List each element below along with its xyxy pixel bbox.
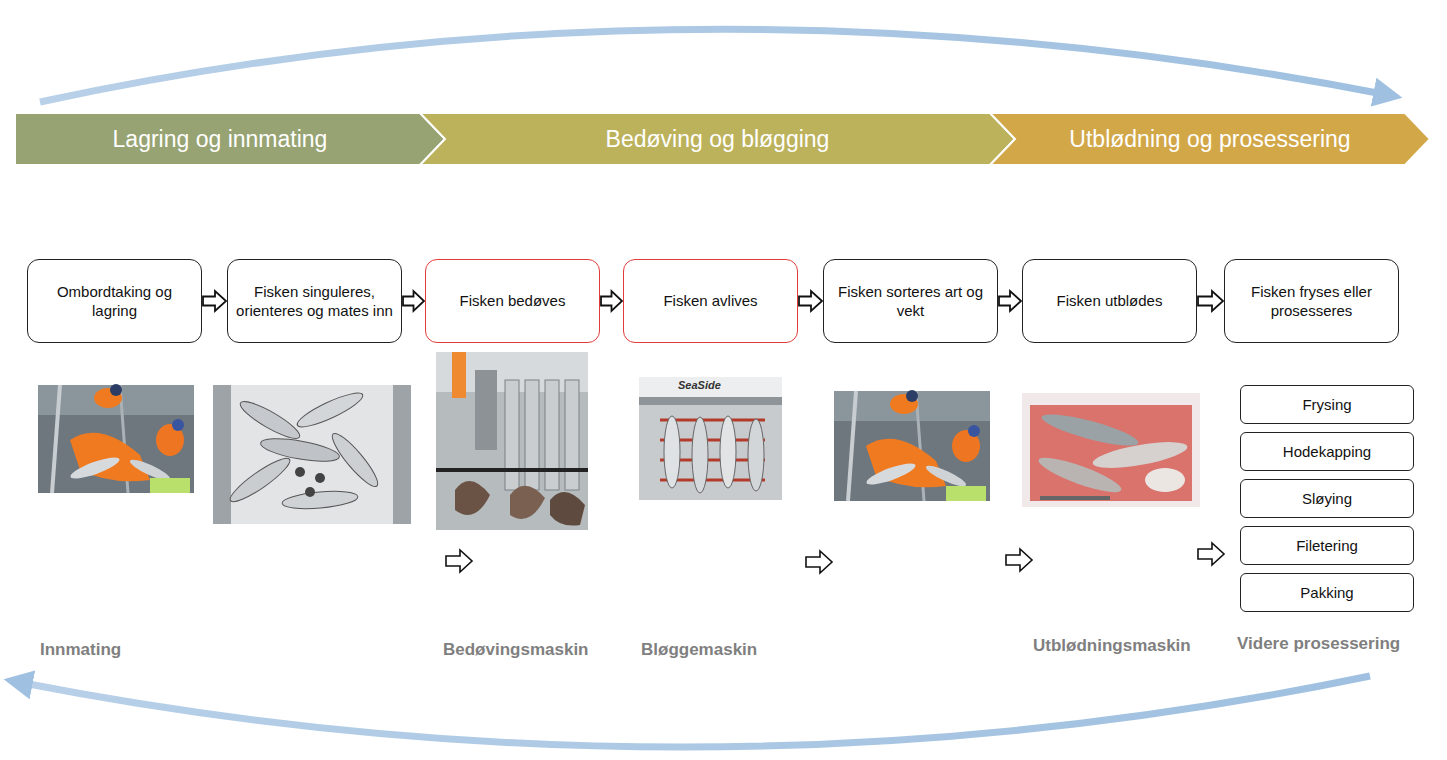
phase-chevron: Bedøving og bløgging [420, 113, 1015, 165]
photo-fish-bin [213, 385, 411, 524]
phase-title: Bedøving og bløgging [606, 126, 830, 153]
process-box: Fisken avlives [623, 259, 798, 343]
phase-title: Utblødning og prosessering [1069, 126, 1350, 153]
flow-arrow [1198, 291, 1223, 311]
phase-chevron: Lagring og innmating [15, 113, 445, 165]
box-text: Filetering [1296, 537, 1358, 554]
hollow-arrow-symbol [446, 543, 1224, 573]
cycle-arrow [18, 676, 1370, 747]
chevron-fill [420, 113, 1015, 165]
option-box: Frysing [1240, 385, 1414, 424]
photo-sorting [834, 390, 990, 501]
flow-arrow [999, 291, 1021, 311]
box-text: Fisken singuleres, orienteres og mates i… [236, 282, 393, 320]
box-text: Pakking [1300, 584, 1353, 601]
option-box: Pakking [1240, 573, 1414, 612]
process-box: Fisken utblødes [1022, 259, 1197, 343]
brand-mark: SeaSide [678, 379, 721, 391]
box-text: Frysing [1302, 396, 1351, 413]
box-text: Fisken avlives [663, 291, 757, 310]
box-text: Sløying [1302, 490, 1352, 507]
box-text: Fisken utblødes [1057, 291, 1163, 310]
box-text: Ombordtaking og lagring [36, 282, 193, 320]
machine-label: Videre prosessering [1237, 634, 1400, 654]
machine-label: Utblødningsmaskin [1033, 636, 1191, 656]
box-text: Fisken fryses eller prosesseres [1233, 282, 1390, 320]
option-box: Hodekapping [1240, 432, 1414, 471]
photo-stunning-machine [436, 352, 588, 530]
box-text: Fisken bedøves [460, 291, 566, 310]
machine-label: Bløggemaskin [641, 640, 757, 660]
option-box: Sløying [1240, 479, 1414, 518]
flow-arrow [203, 291, 226, 311]
flow-arrow [601, 291, 622, 311]
flow-arrow [799, 291, 822, 311]
machine-label: Bedøvingsmaskin [443, 640, 589, 660]
process-box: Ombordtaking og lagring [27, 259, 202, 343]
photo-bleeding-machine [639, 377, 782, 500]
box-text: Fisken sorteres art og vekt [832, 282, 989, 320]
chevron-fill [990, 113, 1430, 165]
process-box: Fisken fryses eller prosesseres [1224, 259, 1399, 343]
process-box: Fisken sorteres art og vekt [823, 259, 998, 343]
cycle-arrow [40, 29, 1388, 102]
phase-title: Lagring og innmating [113, 126, 328, 153]
photo-bleeding-tank [1022, 393, 1200, 507]
phase-chevron: Utblødning og prosessering [990, 113, 1430, 165]
process-box: Fisken singuleres, orienteres og mates i… [227, 259, 402, 343]
machine-label: Innmating [40, 640, 121, 660]
flow-arrow [403, 291, 424, 311]
box-text: Hodekapping [1283, 443, 1371, 460]
chevron-fill [15, 113, 445, 165]
process-box: Fisken bedøves [425, 259, 600, 343]
option-box: Filetering [1240, 526, 1414, 565]
photo-intake [38, 384, 194, 493]
